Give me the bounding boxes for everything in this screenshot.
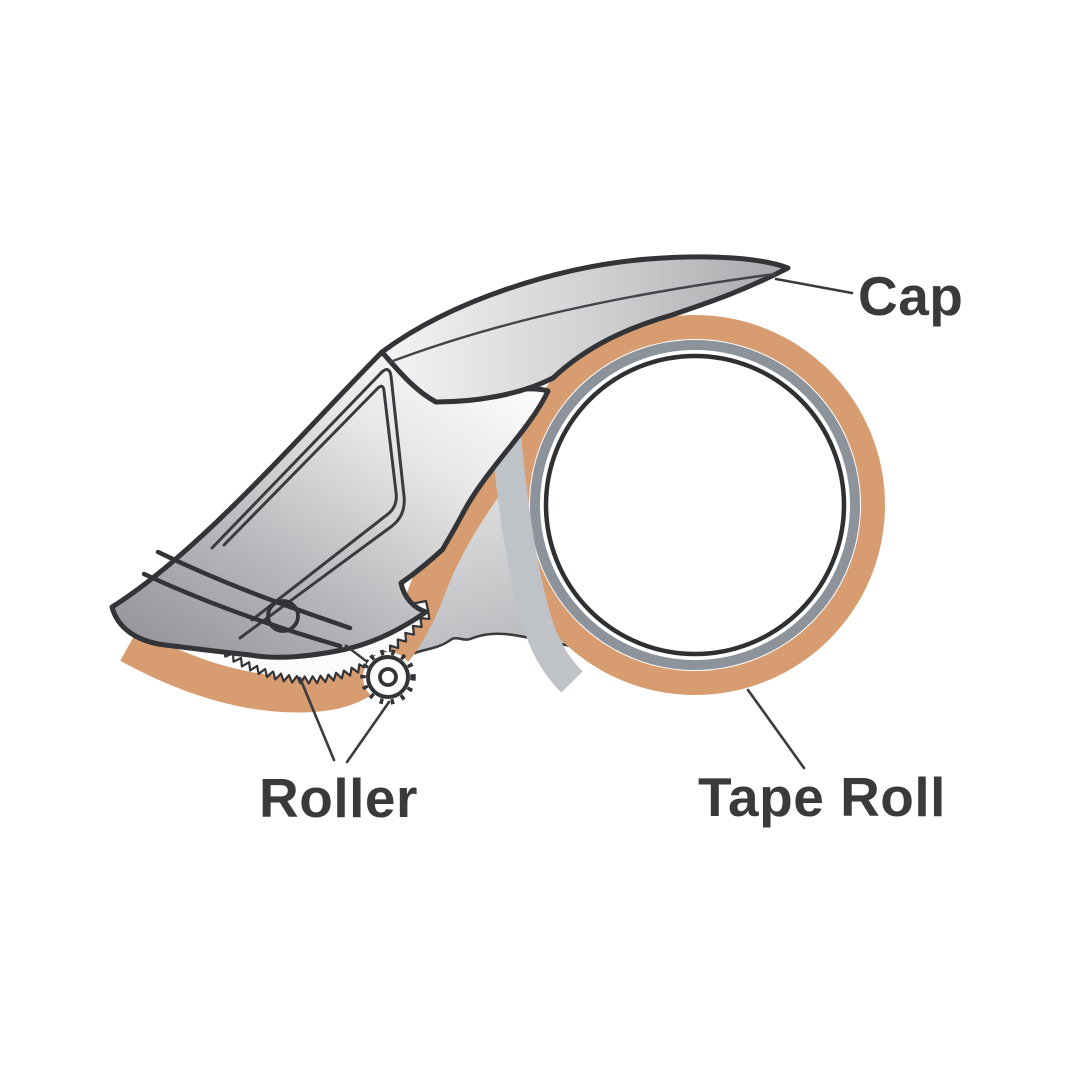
peel-shading <box>490 423 583 693</box>
tape-roll-core-dark-ring <box>543 353 847 657</box>
nose-ridge-lower <box>141 571 343 649</box>
body-panel-line-inner <box>222 384 398 622</box>
tape-roll <box>505 315 885 695</box>
wheel-hub <box>378 667 398 687</box>
tape-roll-leader-line <box>746 688 806 770</box>
body-panel-line-outer <box>210 368 406 640</box>
screw <box>266 599 300 633</box>
tape-roll-label: Tape Roll <box>698 766 946 828</box>
cap-inner-line <box>388 272 777 364</box>
cap-shape <box>379 254 791 405</box>
nose-ridge-upper <box>155 549 353 631</box>
tape-roll-core-gray-ring <box>530 340 860 670</box>
roller-label: Roller <box>259 767 418 829</box>
roller-wheel <box>344 644 416 705</box>
roller-leader-line-right <box>345 700 391 764</box>
cap-leader-line <box>774 277 854 295</box>
roller-leader-line-left <box>298 676 336 762</box>
wheel-bracket-line <box>344 644 367 662</box>
cap-label: Cap <box>858 265 964 327</box>
